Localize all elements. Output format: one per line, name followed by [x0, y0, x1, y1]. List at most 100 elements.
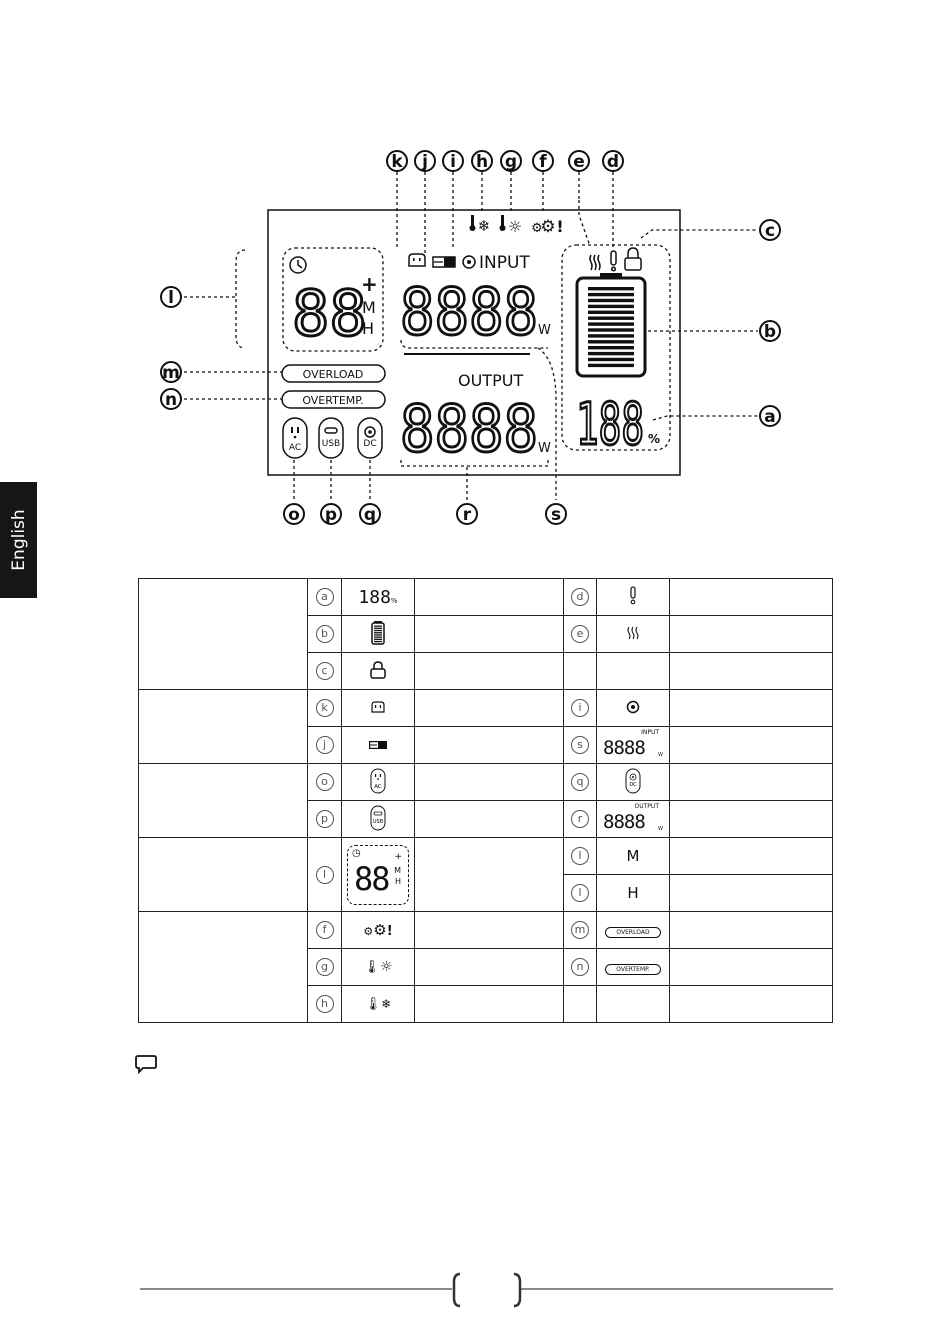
legend-letter: [563, 985, 597, 1023]
callout-e: e: [568, 150, 590, 172]
output-digits: 8888: [400, 393, 538, 467]
callout-g: g: [500, 150, 522, 172]
battery-bar: [588, 363, 634, 368]
input-digits: 8888: [400, 276, 538, 350]
footer-line-left: [140, 1288, 452, 1290]
low-temp-icon: ❄: [469, 215, 491, 235]
callout-n: n: [160, 388, 182, 410]
svg-text:h: h: [476, 152, 488, 172]
svg-text:c: c: [765, 221, 775, 241]
page-number-bracket: [452, 1272, 522, 1308]
callout-h: h: [471, 150, 493, 172]
callout-m: m: [160, 361, 182, 383]
legend-letter: i: [563, 689, 597, 727]
callout-i: i: [442, 150, 464, 172]
legend-group-cell: [138, 689, 308, 764]
timer-digits: 88: [292, 277, 367, 350]
battery-bar: [588, 346, 634, 350]
callout-q: q: [359, 503, 381, 525]
legend-letter: c: [307, 652, 342, 690]
legend-desc: [414, 763, 564, 801]
legend-desc: [414, 689, 564, 727]
legend-letter: g: [307, 948, 342, 986]
legend-group-cell: [138, 837, 308, 912]
legend-row: h🌡︎❄: [139, 985, 833, 1023]
callout-o: o: [283, 503, 305, 525]
legend-row: c: [139, 652, 833, 690]
overload-text: OVERLOAD: [303, 368, 364, 381]
svg-text:n: n: [165, 390, 177, 410]
note-icon: [135, 1055, 157, 1074]
legend-desc: [669, 800, 833, 838]
callout-a: a: [759, 405, 781, 427]
svg-text:DC: DC: [363, 439, 376, 449]
timer-bracket: [235, 249, 246, 349]
legend-letter: l: [563, 874, 597, 912]
battery-bar: [588, 340, 634, 344]
battery-bar: [588, 351, 634, 356]
legend-icon: [596, 578, 670, 616]
svg-text:g: g: [505, 152, 517, 172]
legend-group-cell: [138, 763, 308, 838]
callout-k: k: [386, 150, 408, 172]
legend-letter: l: [563, 837, 597, 875]
legend-desc: [414, 948, 564, 986]
legend-desc: [414, 578, 564, 616]
legend-icon: [341, 689, 415, 727]
battery-bar: [588, 298, 634, 303]
legend-icon: OVERTEMP.: [596, 948, 670, 986]
legend-desc: [414, 652, 564, 690]
leader-lines: [184, 172, 758, 500]
legend-icon: OVERLOAD: [596, 911, 670, 949]
svg-text:j: j: [421, 152, 428, 172]
svg-text:e: e: [573, 152, 585, 172]
legend-desc: [669, 578, 833, 616]
battery-bar: [588, 328, 634, 332]
legend-icon: AC: [341, 763, 415, 801]
usb-outlet-icon: USB: [318, 417, 344, 459]
legend-desc: [669, 689, 833, 727]
legend-desc: [669, 911, 833, 949]
legend-letter: s: [563, 726, 597, 764]
legend-desc: [414, 985, 564, 1023]
callout-s: s: [545, 503, 567, 525]
svg-text:❄: ❄: [478, 217, 491, 235]
callout-r: r: [456, 503, 478, 525]
battery-bar: [588, 334, 634, 338]
language-tab: English: [0, 482, 37, 598]
legend-letter: h: [307, 985, 342, 1023]
legend-letter: e: [563, 615, 597, 653]
legend-desc: [669, 763, 833, 801]
legend-letter: f: [307, 911, 342, 949]
lcd-frame: [267, 209, 681, 476]
legend-desc: [414, 837, 564, 912]
battery-bar: [588, 322, 634, 326]
overload-badge: [281, 364, 386, 383]
clock-icon: [289, 256, 307, 274]
legend-desc: [414, 911, 564, 949]
legend-desc: [669, 615, 833, 653]
legend-letter: a: [307, 578, 342, 616]
legend-letter: j: [307, 726, 342, 764]
legend-icon: [341, 726, 415, 764]
svg-text:☼: ☼: [508, 217, 522, 236]
svg-text:m: m: [162, 363, 180, 383]
legend-group-cell: [138, 911, 308, 1023]
legend-icon: H: [596, 874, 670, 912]
svg-text:o: o: [288, 505, 300, 525]
timer-m: M: [362, 298, 376, 317]
legend-letter: m: [563, 911, 597, 949]
output-bracket: [400, 460, 549, 467]
battery-bar: [588, 292, 634, 297]
callout-c: c: [759, 219, 781, 241]
legend-icon: ⚙⚙!: [341, 911, 415, 949]
timer-box: [282, 247, 384, 352]
footer-line-right: [520, 1288, 833, 1290]
legend-desc: [414, 615, 564, 653]
